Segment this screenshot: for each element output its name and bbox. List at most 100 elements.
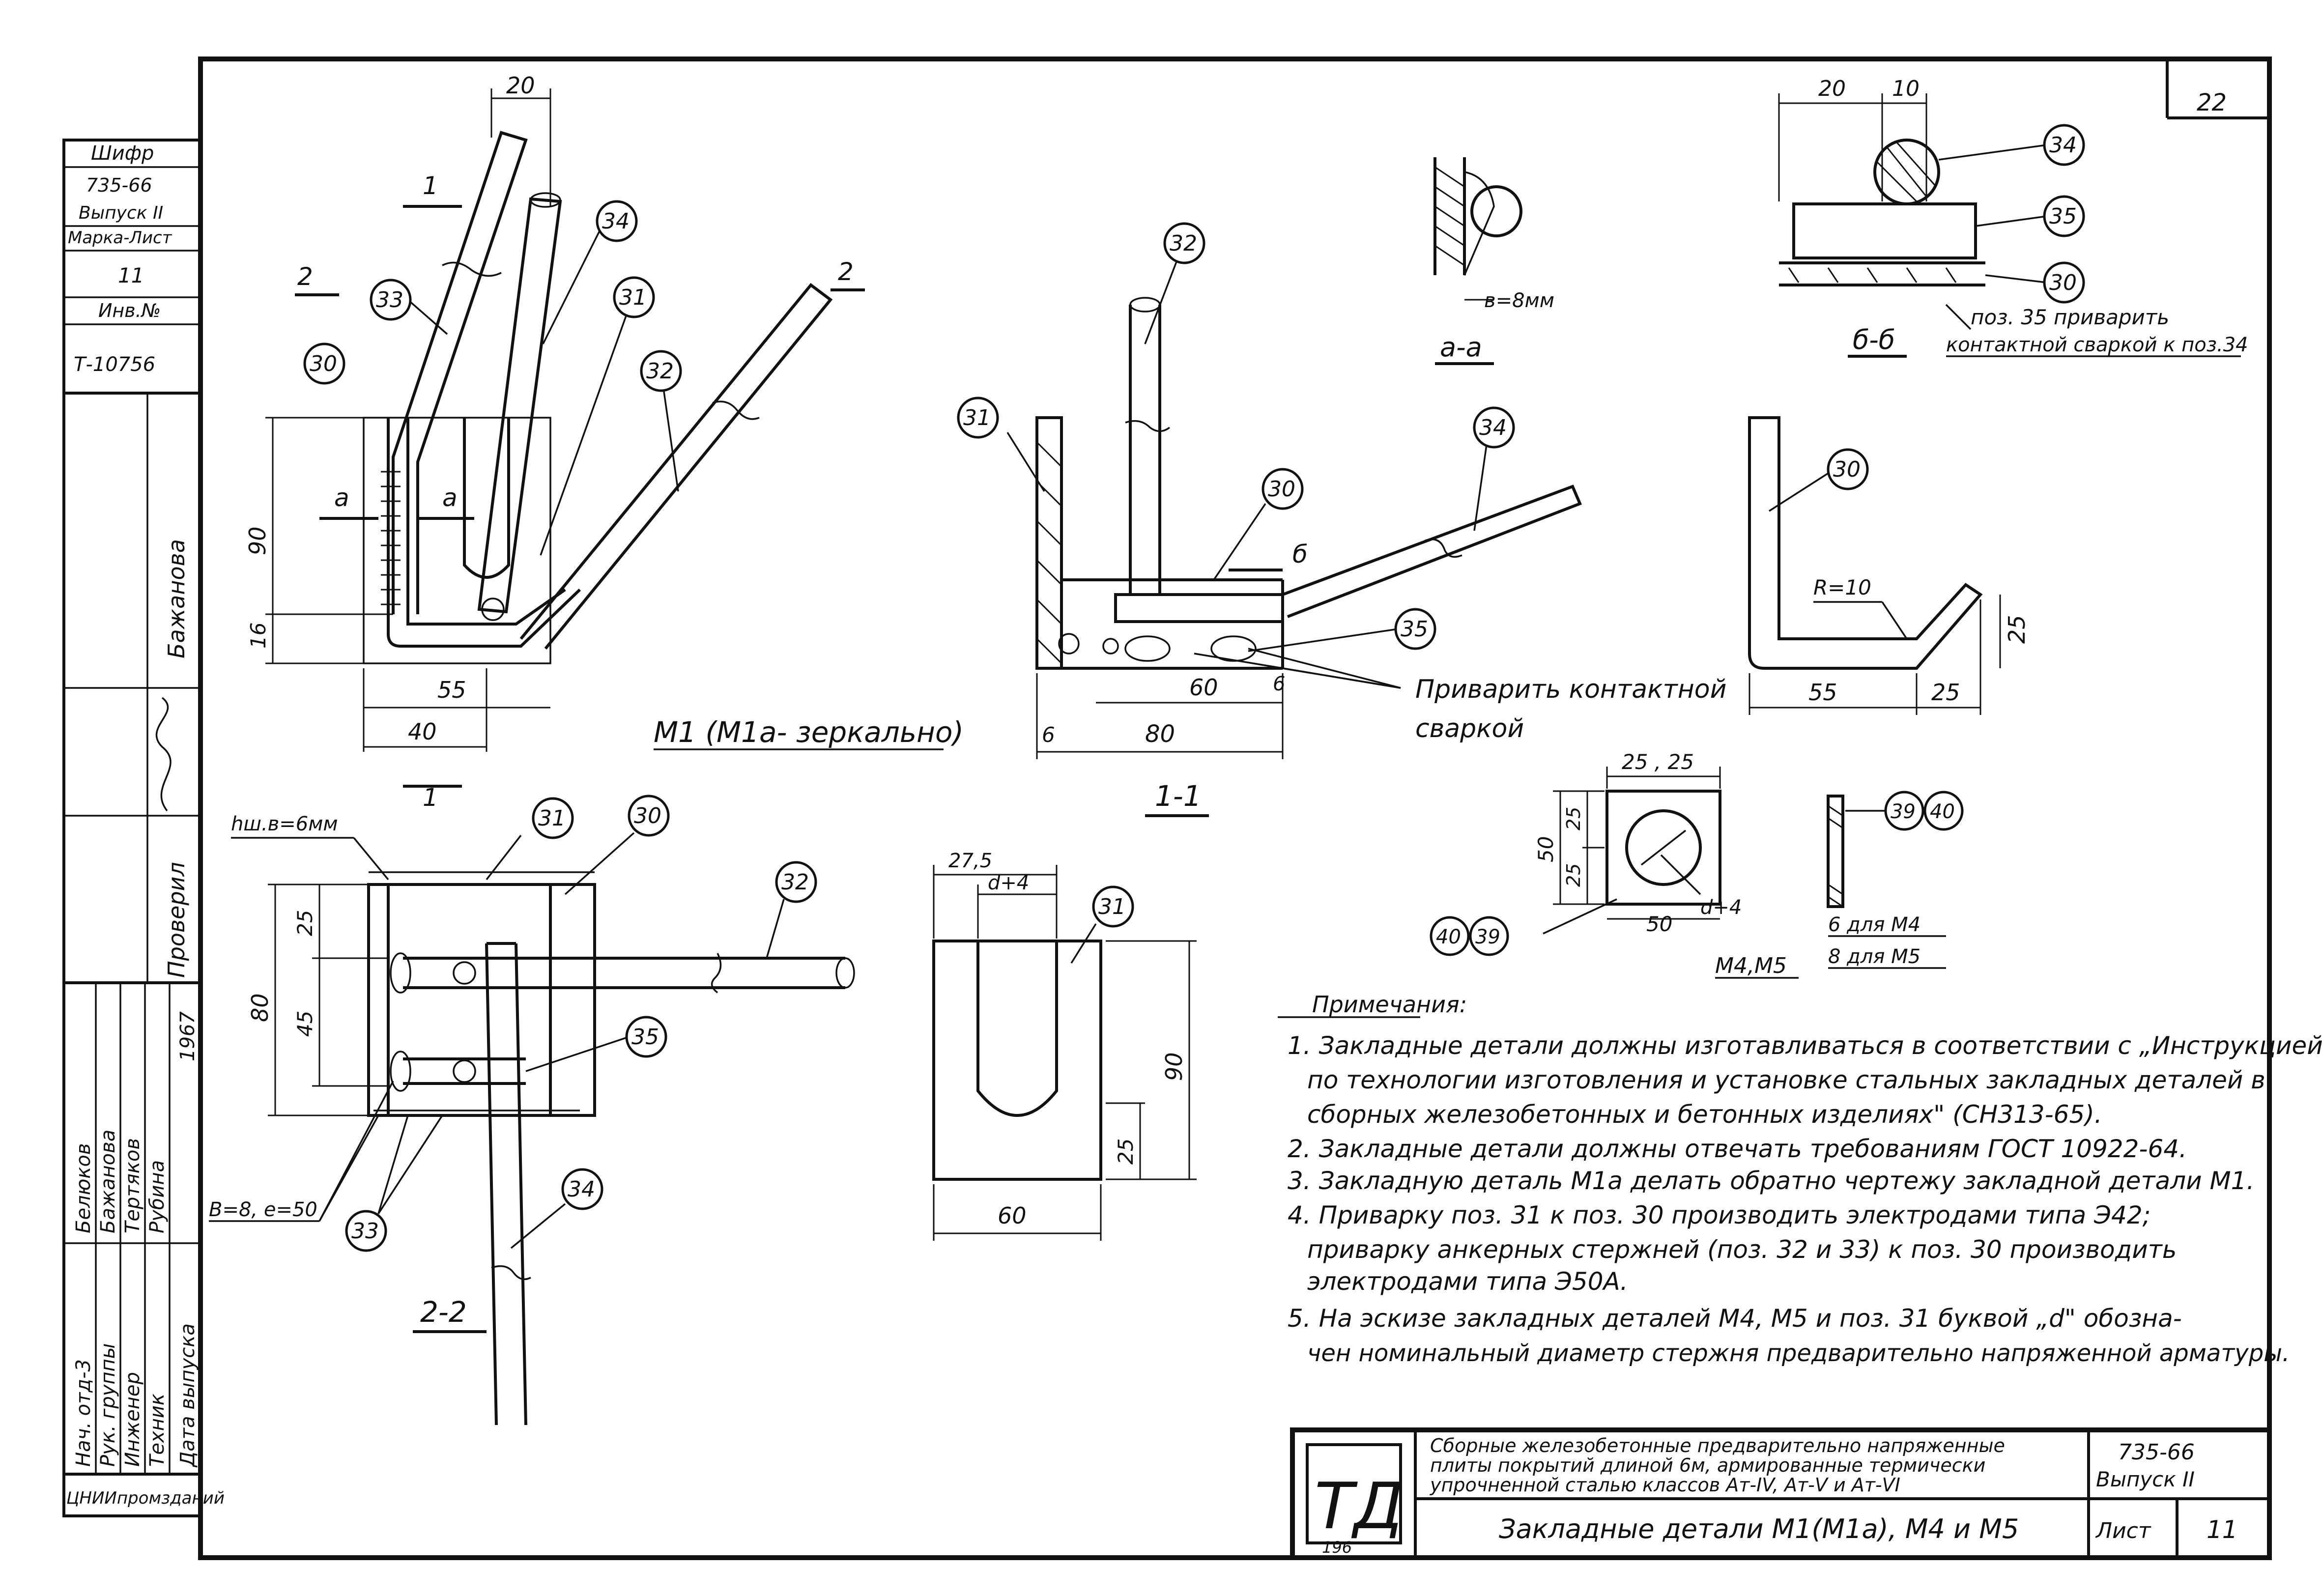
bar-34-plan <box>485 942 527 1425</box>
pos-34-bubble: 34 <box>602 209 630 234</box>
bar-35-plan <box>403 1057 526 1085</box>
pos-33-bubble: 32 <box>781 870 809 895</box>
pos-34-bubble: 34 <box>2049 133 2077 158</box>
view-m4-m5: 25 , 25 50 25 25 50 d+4 40 39 М4,М5 39 4… <box>1430 750 1964 979</box>
bar-33-plan <box>403 957 845 989</box>
dim-90: 90 <box>1161 1052 1187 1081</box>
staff-name: 1967 <box>176 1011 199 1061</box>
sheet-label: Лист <box>2095 1518 2151 1543</box>
pos-31-bubble: 31 <box>1098 894 1126 919</box>
pos-34-bubble: 34 <box>1479 415 1507 440</box>
staff-name: Рубина <box>146 1160 169 1233</box>
d4-label: d+4 <box>988 872 1029 894</box>
b8-label: в=8мм <box>1484 289 1554 312</box>
pos-31-bubble: 31 <box>538 806 566 831</box>
role-label: Дата выпуска <box>176 1323 199 1468</box>
logo-year: 196 <box>1322 1538 1352 1557</box>
cut-a-label: а <box>334 484 349 512</box>
pos-31-bubble: 31 <box>963 405 991 430</box>
dim-25: 25 <box>1114 1139 1138 1165</box>
dim-25: 25 <box>1563 863 1584 887</box>
plate-30-plan <box>367 883 596 1117</box>
signature-name-top: Бажанова <box>163 539 190 658</box>
break-mark <box>1125 420 1171 432</box>
role-label: Техник <box>146 1394 169 1467</box>
bar-34-section <box>1873 139 1940 205</box>
note-line: 4. Приварку поз. 31 к поз. 30 производит… <box>1288 1201 2150 1229</box>
view-m1: 1 1 2 2 а а 20 90 16 55 40 33 30 <box>244 72 964 812</box>
cut-a-label: а <box>442 484 458 512</box>
pos-40-bubble: 40 <box>1436 926 1461 948</box>
view-plate-31: 27,5 d+4 60 90 25 31 <box>932 850 1197 1241</box>
break-mark <box>712 400 760 420</box>
dim-27-5: 27,5 <box>948 850 992 872</box>
pos-32-bubble: 33 <box>376 287 403 313</box>
angle-30 <box>387 418 581 648</box>
dim-55: 55 <box>437 677 466 703</box>
pos-34-bubble: 34 <box>568 1177 595 1202</box>
section-a-a-label: а-а <box>1440 332 1482 363</box>
dim-6: 6 <box>1273 673 1285 695</box>
weld-fillet <box>1463 171 1495 276</box>
bar-33 <box>1129 305 1161 595</box>
plate-31-profile <box>932 940 1102 1181</box>
note-line: электродами типа Э50А. <box>1307 1267 1628 1296</box>
pos-31-bubble: 31 <box>619 285 647 310</box>
logo-box <box>1306 1443 1402 1544</box>
t8-label: 8 для М5 <box>1828 945 1921 968</box>
m4m5-caption: М4,М5 <box>1715 953 1787 978</box>
dim-40: 40 <box>408 718 437 745</box>
hw-label: hш.в=6мм <box>231 813 338 835</box>
bar-section <box>1470 185 1522 237</box>
section-b-b: 20 10 34 35 30 б-б поз. 35 приварить кон… <box>1778 76 2248 358</box>
page-corner-number: 22 <box>2197 89 2227 116</box>
staff-name: Бажанова <box>97 1130 119 1233</box>
title-issue: Выпуск II <box>2096 1467 2195 1491</box>
series-title: плиты покрытий длиной 6м, армированные т… <box>1430 1454 1985 1476</box>
cut-1-label: 1 <box>423 783 438 812</box>
dim-20: 20 <box>506 72 535 99</box>
role-label: Инженер <box>121 1372 144 1467</box>
r10-label: R=10 <box>1813 575 1871 599</box>
section-b-b-label: б-б <box>1853 324 1895 355</box>
cut-2-label: 2 <box>297 262 313 291</box>
series-title: Сборные железобетонные предварительно на… <box>1430 1435 2005 1456</box>
pos-32-bubble: 33 <box>351 1219 379 1244</box>
pos35-note: поз. 35 приварить <box>1971 305 2169 329</box>
dim-60: 60 <box>998 1202 1027 1229</box>
logo-text: ТД <box>1315 1469 1404 1543</box>
section-2-2-label: 2-2 <box>420 1295 467 1329</box>
issue-label: Выпуск II <box>79 203 163 223</box>
cut-2-label: 2 <box>838 257 854 286</box>
note-line: 2. Закладные детали должны отвечать треб… <box>1288 1135 2187 1163</box>
series-title: упрочненной сталью классов Ат-IV, Ат-V и… <box>1430 1474 1900 1496</box>
d4-label: d+4 <box>1700 896 1742 919</box>
pos-39-bubble: 39 <box>1475 926 1500 948</box>
break-mark <box>1425 538 1462 558</box>
dim-80: 80 <box>247 993 273 1022</box>
staff-name: Белюков <box>72 1143 95 1234</box>
angle-30-profile <box>1748 416 1983 670</box>
weld-hatch <box>381 471 401 605</box>
plate-31 <box>1035 416 1063 670</box>
pos-30-bubble: 30 <box>310 351 337 376</box>
cut-1-label: 1 <box>423 171 438 200</box>
role-label: Рук. группы <box>97 1343 119 1467</box>
cipher-value: 735-66 <box>86 174 152 196</box>
note-line: 1. Закладные детали должны изготавливать… <box>1288 1031 2322 1060</box>
note-line: 3. Закладную деталь М1а делать обратно ч… <box>1288 1167 2254 1195</box>
m1-caption: М1 (М1а- зеркально) <box>654 715 964 749</box>
washer-plan <box>1605 790 1721 906</box>
signature-scribble <box>155 697 172 812</box>
pos-30-bubble: 30 <box>1833 457 1861 482</box>
note-line: сборных железобетонных и бетонных издели… <box>1307 1100 2102 1129</box>
bar-34 <box>477 197 562 614</box>
bar-34 <box>1282 484 1582 618</box>
break-mark <box>442 261 502 277</box>
section-a-a: в=8мм а-а <box>1433 157 1554 365</box>
sheet-number: 11 <box>2207 1515 2238 1544</box>
staff-name: Тертяков <box>121 1138 144 1233</box>
washer-hole <box>1625 809 1702 886</box>
notes-block: Примечания: 1. Закладные детали должны и… <box>1278 991 2322 1367</box>
